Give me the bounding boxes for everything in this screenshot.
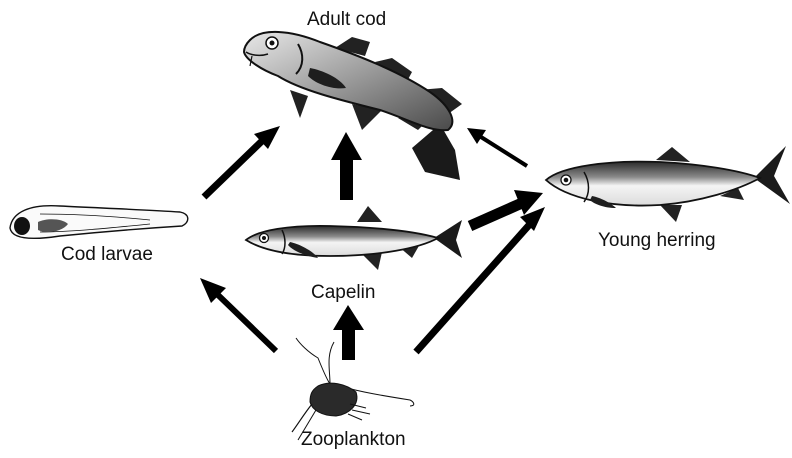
cod-larvae-label: Cod larvae [61,244,153,266]
cod-larvae-illustration [10,206,188,239]
capelin-label: Capelin [311,282,375,304]
young-herring-label: Young herring [598,230,716,252]
arrow-capelin-to-adult-cod [331,132,362,200]
zooplankton-label: Zooplankton [301,429,406,451]
arrow-herring-to-adult-cod [467,128,527,166]
capelin-illustration [246,206,462,270]
arrow-zooplankton-to-capelin [333,305,364,360]
arrow-zooplankton-to-herring [416,207,545,352]
young-herring-illustration [546,146,790,222]
adult-cod-label: Adult cod [307,9,386,31]
arrow-larvae-to-adult-cod [204,126,280,197]
arrow-zooplankton-to-larvae [200,278,276,351]
